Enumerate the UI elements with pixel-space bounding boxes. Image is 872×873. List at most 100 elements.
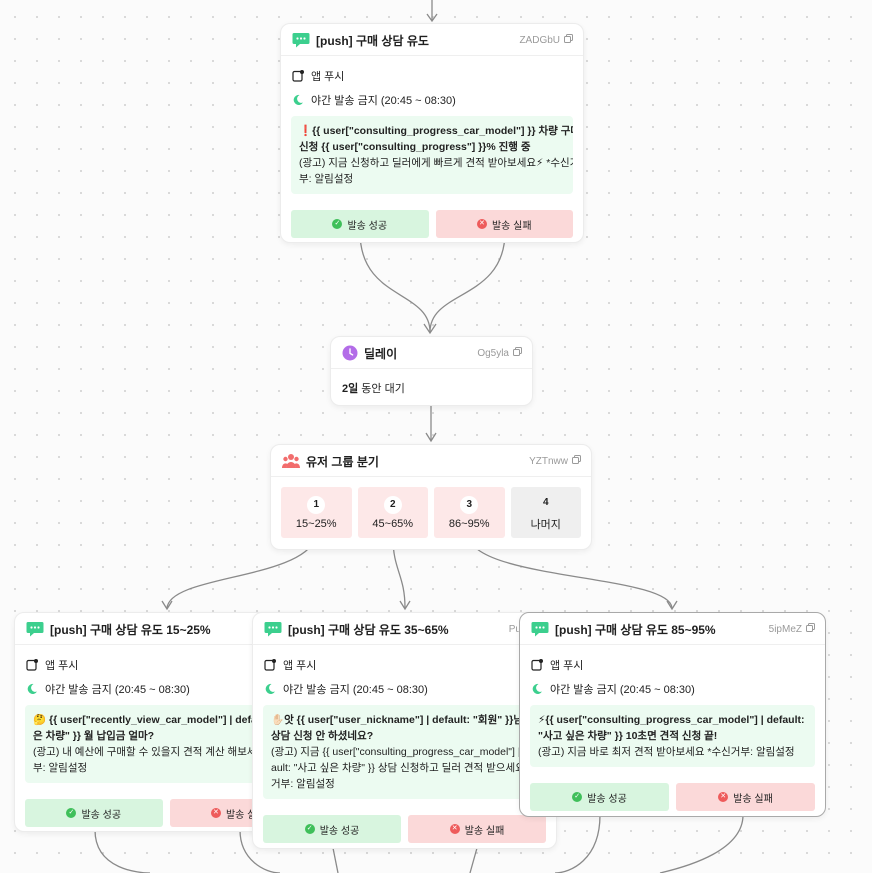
check-icon: ✓ xyxy=(66,808,77,818)
push-node-top[interactable]: [push] 구매 상담 유도 ZADGbU 앱 푸시 야간 발송 금지 (20… xyxy=(280,23,584,243)
edge-out-3 xyxy=(332,847,339,873)
x-icon: ✕ xyxy=(476,219,487,229)
node-title: [push] 구매 상담 유도 xyxy=(316,33,429,48)
send-fail-label: 발송 실패 xyxy=(225,809,266,821)
message-title-line-1: ✋🏻앗 {{ user["user_nickname"] | default: … xyxy=(271,714,546,726)
user-group-branch-node[interactable]: 유저 그룹 분기 YZTnww 1 15~25% 2 45~65% 3 86~9… xyxy=(270,444,592,550)
message-title-line-1: 🤔 {{ user["recently_view_car_model"] | d… xyxy=(33,714,307,726)
send-success-branch[interactable]: ✓ 발송 성공 xyxy=(263,815,401,843)
x-icon: ✕ xyxy=(718,792,729,802)
message-title-line-2: 신청 {{ user["consulting_progress"] }}% 진행… xyxy=(299,141,531,153)
moon-icon xyxy=(291,94,305,106)
check-icon: ✓ xyxy=(572,792,583,802)
group-ratio: 45~65% xyxy=(372,517,414,530)
edge-out-5 xyxy=(554,814,601,873)
node-header: [push] 구매 상담 유도 ZADGbU xyxy=(281,25,583,56)
moon-icon xyxy=(25,683,39,695)
moon-icon xyxy=(263,683,277,695)
chat-icon xyxy=(531,621,549,637)
message-body-line-3: 거부: 알림설정 xyxy=(271,778,335,790)
delay-node[interactable]: 딜레이 Og5yla 2일 동안 대기 xyxy=(330,336,533,406)
chat-icon xyxy=(264,621,282,637)
node-id[interactable]: 5ipMeZ xyxy=(769,623,815,635)
arrow-head-branch xyxy=(425,432,437,443)
group-2[interactable]: 2 45~65% xyxy=(357,487,428,538)
send-fail-branch[interactable]: ✕ 발송 실패 xyxy=(408,815,546,843)
quiet-hours-row: 야간 발송 금지 (20:45 ~ 08:30) xyxy=(291,92,573,108)
push-node-35-65[interactable]: [push] 구매 상담 유도 35~65% PuGKsL 앱 푸시 야간 발송… xyxy=(252,612,557,849)
group-rest[interactable]: 4 나머지 xyxy=(510,487,581,538)
message-preview: ❗{{ user["consulting_progress_car_model"… xyxy=(291,116,573,194)
group-3[interactable]: 3 86~95% xyxy=(434,487,505,538)
group-ratio: 86~95% xyxy=(448,517,490,530)
chat-icon xyxy=(292,32,310,48)
quiet-hours-row: 야간 발송 금지 (20:45 ~ 08:30) xyxy=(530,681,815,697)
edge-out-6 xyxy=(659,814,744,873)
edge-group1 xyxy=(166,537,317,609)
app-push-icon xyxy=(263,659,277,671)
channel-label: 앱 푸시 xyxy=(45,660,79,672)
node-id[interactable]: YZTnww xyxy=(529,455,581,467)
check-icon: ✓ xyxy=(304,824,315,834)
check-icon: ✓ xyxy=(332,219,343,229)
x-icon: ✕ xyxy=(449,824,460,834)
node-id-text: 5ipMeZ xyxy=(768,623,802,635)
group-ratio: 15~25% xyxy=(295,517,337,530)
chat-icon xyxy=(26,621,44,637)
node-title: [push] 구매 상담 유도 85~95% xyxy=(555,622,716,637)
copy-icon[interactable] xyxy=(572,455,581,467)
copy-icon[interactable] xyxy=(564,34,573,46)
message-title-line-2: 상담 신청 안 하셨네요? xyxy=(271,730,374,742)
push-node-85-95[interactable]: [push] 구매 상담 유도 85~95% 5ipMeZ 앱 푸시 야간 발송… xyxy=(519,612,826,817)
quiet-hours-row: 야간 발송 금지 (20:45 ~ 08:30) xyxy=(263,681,546,697)
node-title: 딜레이 xyxy=(364,346,398,361)
arrow-head-c xyxy=(666,600,678,611)
copy-icon[interactable] xyxy=(806,623,815,635)
node-id[interactable]: ZADGbU xyxy=(519,34,573,46)
arrow-head-top xyxy=(426,13,438,23)
send-success-branch[interactable]: ✓ 발송 성공 xyxy=(530,783,669,811)
edge-group3 xyxy=(468,537,673,609)
send-fail-branch[interactable]: ✕ 발송 실패 xyxy=(676,783,815,811)
delay-suffix: 동안 대기 xyxy=(358,383,405,395)
message-title-line-2: "사고 싶은 차량" }} 10초면 견적 신청 끝! xyxy=(538,730,718,742)
send-success-branch[interactable]: ✓ 발송 성공 xyxy=(25,799,163,827)
message-body-line-1: (광고) 지금 바로 최저 견적 받아보세요 *수신거부: 알림설정 xyxy=(538,746,795,758)
node-id-text: YZTnww xyxy=(529,455,568,467)
arrow-head-delay xyxy=(423,323,437,335)
quiet-hours-label: 야간 발송 금지 (20:45 ~ 08:30) xyxy=(311,95,456,107)
group-ratio: 나머지 xyxy=(530,518,561,531)
send-success-label: 발송 성공 xyxy=(81,809,122,821)
node-title: [push] 구매 상담 유도 15~25% xyxy=(50,622,211,637)
group-number: 3 xyxy=(460,495,479,514)
group-number: 4 xyxy=(542,497,549,508)
node-title: 유저 그룹 분기 xyxy=(306,454,379,469)
message-preview: ⚡{{ user["consulting_progress_car_model"… xyxy=(530,705,815,767)
send-success-label: 발송 성공 xyxy=(319,825,360,837)
delay-amount: 2일 xyxy=(342,383,359,395)
edge-out-1 xyxy=(94,829,151,873)
x-icon: ✕ xyxy=(210,808,221,818)
edge-success-to-delay xyxy=(359,231,431,333)
arrow-head-b xyxy=(399,600,411,611)
node-id[interactable]: Og5yla xyxy=(477,347,522,359)
delay-duration: 2일 동안 대기 xyxy=(331,369,532,405)
send-success-branch[interactable]: ✓ 발송 성공 xyxy=(291,210,429,238)
node-header: 딜레이 Og5yla xyxy=(331,338,532,369)
channel-label: 앱 푸시 xyxy=(311,71,345,83)
copy-icon[interactable] xyxy=(513,347,522,359)
channel-label: 앱 푸시 xyxy=(283,660,317,672)
node-header: 유저 그룹 분기 YZTnww xyxy=(271,446,591,477)
message-body-line-1: (광고) 내 예산에 구매할 수 있을지 견적 계산 해보세요! *수신거 xyxy=(33,746,306,758)
quiet-hours-label: 야간 발송 금지 (20:45 ~ 08:30) xyxy=(45,684,190,696)
group-1[interactable]: 1 15~25% xyxy=(281,487,352,538)
send-fail-branch[interactable]: ✕ 발송 실패 xyxy=(435,210,573,238)
quiet-hours-label: 야간 발송 금지 (20:45 ~ 08:30) xyxy=(283,684,428,696)
app-push-icon xyxy=(530,659,544,671)
message-title-line-1: ❗{{ user["consulting_progress_car_model"… xyxy=(299,125,573,137)
people-icon xyxy=(282,453,300,469)
moon-icon xyxy=(530,683,544,695)
node-id-text: ZADGbU xyxy=(519,34,560,46)
send-fail-label: 발송 실패 xyxy=(464,825,505,837)
group-number: 1 xyxy=(307,495,326,514)
